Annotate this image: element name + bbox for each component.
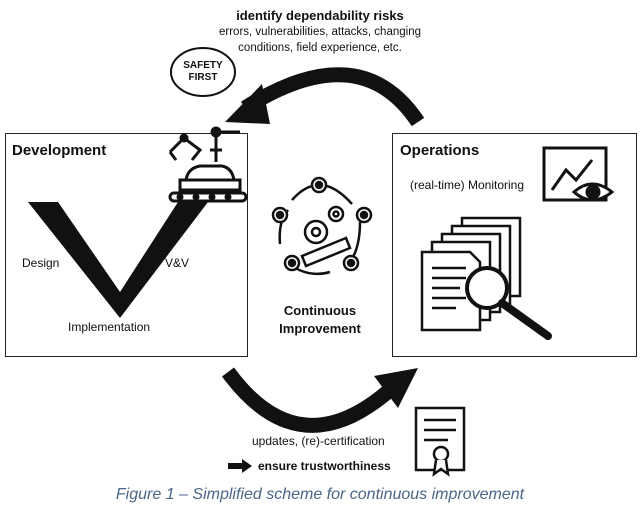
risks-line-1: errors, vulnerabilities, attacks, changi… bbox=[219, 26, 421, 38]
implementation-label: Implementation bbox=[68, 320, 151, 334]
continuous-label: Continuous bbox=[283, 303, 357, 318]
monitoring-label: (real-time) Monitoring bbox=[410, 178, 525, 192]
safety-first-badge bbox=[170, 47, 236, 97]
development-title: Development bbox=[12, 142, 107, 159]
right-arrow-icon bbox=[228, 459, 252, 473]
robot-arm-car-icon bbox=[168, 126, 248, 203]
design-label: Design bbox=[22, 256, 60, 270]
improvement-label: Improvement bbox=[279, 321, 361, 336]
risks-heading: identify dependability risks bbox=[236, 8, 404, 23]
trustworthiness-label: ensure trustworthiness bbox=[258, 459, 391, 473]
safety-line-1: SAFETY bbox=[183, 60, 223, 71]
vv-label: V&V bbox=[165, 256, 190, 270]
updates-label: updates, (re)-certification bbox=[252, 434, 385, 448]
v-model-shape bbox=[28, 202, 208, 318]
safety-first-text: SAFETY FIRST bbox=[174, 60, 232, 84]
gears-cycle-icon bbox=[271, 176, 373, 276]
operations-title: Operations bbox=[400, 142, 480, 159]
development-box bbox=[5, 133, 248, 357]
documents-magnifier-icon bbox=[420, 216, 552, 340]
operations-box bbox=[392, 133, 637, 357]
figure-caption: Figure 1 – Simplified scheme for continu… bbox=[115, 486, 525, 503]
top-cycle-arrow bbox=[225, 67, 425, 127]
risks-line-2: conditions, field experience, etc. bbox=[238, 42, 402, 54]
monitoring-eye-icon bbox=[542, 146, 615, 202]
bottom-cycle-arrow bbox=[221, 367, 418, 433]
certificate-icon bbox=[414, 406, 466, 477]
safety-line-2: FIRST bbox=[188, 72, 218, 83]
